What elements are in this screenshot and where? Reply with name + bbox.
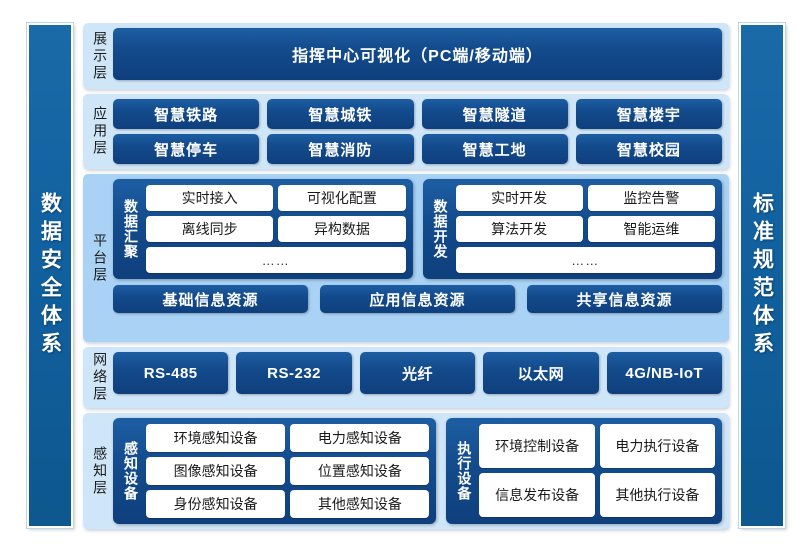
sensing-cell-other-sensor[interactable]: 其他感知设备 xyxy=(290,490,430,518)
network-item-4g-nbiot[interactable]: 4G/NB-IoT xyxy=(606,352,722,394)
platform-cell-monitoring-alarm[interactable]: 监控告警 xyxy=(587,185,715,211)
platform-cell-aggregation-more[interactable]: …… xyxy=(146,247,406,273)
layer-sensing: 感知层 感知设备 环境感知设备 电力感知设备 图像感知设备 位置感知设备 xyxy=(83,413,729,529)
platform-group-aggregation-label-wrap: 数据汇聚 xyxy=(120,185,140,273)
app-item-smart-building[interactable]: 智慧楼宇 xyxy=(575,99,722,129)
actuator-cell-power-actuator[interactable]: 电力执行设备 xyxy=(599,424,715,468)
platform-group-development-cells: 实时开发 监控告警 算法开发 智能运维 …… xyxy=(455,185,715,273)
app-item-smart-parking[interactable]: 智慧停车 xyxy=(113,134,260,164)
layer-display-body: 指挥中心可视化（PC端/移动端） xyxy=(113,28,722,84)
sensing-group-devices-label: 感知设备 xyxy=(122,441,139,501)
layer-platform-label-wrap: 平台层 xyxy=(87,179,113,337)
layer-network-label: 网络层 xyxy=(92,352,109,403)
layer-display-label: 展示层 xyxy=(92,30,109,82)
platform-group-aggregation-cells: 实时接入 可视化配置 离线同步 异构数据 …… xyxy=(146,185,406,273)
layer-sensing-label: 感知层 xyxy=(92,445,109,497)
sensing-group-actuator-cells: 环境控制设备 电力执行设备 信息发布设备 其他执行设备 xyxy=(479,424,715,518)
layer-application-label-wrap: 应用层 xyxy=(87,99,113,164)
platform-group-development-label-wrap: 数据开发 xyxy=(430,185,450,273)
platform-groups-row: 数据汇聚 实时接入 可视化配置 离线同步 异构数据 …… xyxy=(113,179,722,279)
platform-group-aggregation-label: 数据汇聚 xyxy=(122,199,139,259)
actuator-cell-environment-control[interactable]: 环境控制设备 xyxy=(479,424,595,468)
right-pillar-standards: 标准规范体系 xyxy=(739,23,785,528)
layer-network-body: RS-485 RS-232 光纤 以太网 4G/NB-IoT xyxy=(113,352,722,403)
layer-platform-body: 数据汇聚 实时接入 可视化配置 离线同步 异构数据 …… xyxy=(113,179,722,337)
sensing-cell-image-sensor[interactable]: 图像感知设备 xyxy=(146,457,286,485)
platform-cell-development-more[interactable]: …… xyxy=(455,247,715,273)
layer-network: 网络层 RS-485 RS-232 光纤 以太网 4G/NB-IoT xyxy=(83,347,729,408)
display-row: 指挥中心可视化（PC端/移动端） xyxy=(113,28,722,84)
layer-application: 应用层 智慧铁路 智慧城铁 智慧隧道 智慧楼宇 智慧停车 智慧消防 智慧工地 智… xyxy=(83,94,729,169)
platform-cell-visual-config[interactable]: 可视化配置 xyxy=(278,185,406,211)
sensing-wrapper: 感知设备 环境感知设备 电力感知设备 图像感知设备 位置感知设备 身份感知设备 … xyxy=(113,418,722,524)
app-item-smart-tunnel[interactable]: 智慧隧道 xyxy=(421,99,568,129)
platform-resource-shared-info[interactable]: 共享信息资源 xyxy=(527,285,722,313)
actuator-cell-information-release[interactable]: 信息发布设备 xyxy=(479,473,595,517)
platform-cell-algorithm-development[interactable]: 算法开发 xyxy=(455,216,583,242)
layer-platform: 平台层 数据汇聚 实时接入 可视化配置 离线同步 xyxy=(83,174,729,342)
layer-network-label-wrap: 网络层 xyxy=(87,352,113,403)
sensing-cell-location-sensor[interactable]: 位置感知设备 xyxy=(290,457,430,485)
platform-cell-intelligent-ops[interactable]: 智能运维 xyxy=(587,216,715,242)
platform-cell-realtime-development[interactable]: 实时开发 xyxy=(455,185,583,211)
layer-platform-label: 平台层 xyxy=(92,232,109,284)
app-item-smart-urban-rail[interactable]: 智慧城铁 xyxy=(267,99,414,129)
platform-group-data-development: 数据开发 实时开发 监控告警 算法开发 智能运维 …… xyxy=(422,179,722,279)
platform-wrapper: 数据汇聚 实时接入 可视化配置 离线同步 异构数据 …… xyxy=(113,179,722,337)
layer-display: 展示层 指挥中心可视化（PC端/移动端） xyxy=(83,23,729,89)
platform-resource-application-info[interactable]: 应用信息资源 xyxy=(320,285,515,313)
sensing-cell-power-sensor[interactable]: 电力感知设备 xyxy=(290,424,430,452)
network-item-ethernet[interactable]: 以太网 xyxy=(483,352,599,394)
left-pillar-label: 数据安全体系 xyxy=(38,191,62,360)
sensing-group-devices-cells: 环境感知设备 电力感知设备 图像感知设备 位置感知设备 身份感知设备 其他感知设… xyxy=(146,424,430,518)
app-item-smart-railway[interactable]: 智慧铁路 xyxy=(113,99,260,129)
sensing-group-actuator-devices: 执行设备 环境控制设备 电力执行设备 信息发布设备 其他执行设备 xyxy=(446,418,722,524)
platform-group-data-aggregation: 数据汇聚 实时接入 可视化配置 离线同步 异构数据 …… xyxy=(113,179,413,279)
sensing-group-sensing-devices: 感知设备 环境感知设备 电力感知设备 图像感知设备 位置感知设备 身份感知设备 … xyxy=(113,418,437,524)
sensing-group-actuator-label: 执行设备 xyxy=(456,441,473,501)
sensing-group-actuator-label-wrap: 执行设备 xyxy=(453,424,473,518)
left-pillar-data-security: 数据安全体系 xyxy=(27,23,73,528)
platform-cell-heterogeneous-data[interactable]: 异构数据 xyxy=(278,216,406,242)
app-item-smart-firefighting[interactable]: 智慧消防 xyxy=(267,134,414,164)
layer-stack: 展示层 指挥中心可视化（PC端/移动端） 应用层 智慧铁路 智慧城铁 智慧隧道 … xyxy=(83,23,729,529)
app-item-smart-construction-site[interactable]: 智慧工地 xyxy=(421,134,568,164)
layer-sensing-label-wrap: 感知层 xyxy=(87,418,113,524)
platform-resource-basic-info[interactable]: 基础信息资源 xyxy=(113,285,308,313)
platform-resources-row: 基础信息资源 应用信息资源 共享信息资源 xyxy=(113,285,722,313)
layer-application-body: 智慧铁路 智慧城铁 智慧隧道 智慧楼宇 智慧停车 智慧消防 智慧工地 智慧校园 xyxy=(113,99,722,164)
network-item-rs485[interactable]: RS-485 xyxy=(113,352,229,394)
platform-group-development-label: 数据开发 xyxy=(432,199,449,259)
sensing-cell-identity-sensor[interactable]: 身份感知设备 xyxy=(146,490,286,518)
network-item-rs232[interactable]: RS-232 xyxy=(236,352,352,394)
sensing-group-devices-label-wrap: 感知设备 xyxy=(120,424,140,518)
application-grid: 智慧铁路 智慧城铁 智慧隧道 智慧楼宇 智慧停车 智慧消防 智慧工地 智慧校园 xyxy=(113,99,722,164)
sensing-cell-environment-sensor[interactable]: 环境感知设备 xyxy=(146,424,286,452)
right-pillar-label: 标准规范体系 xyxy=(750,191,774,360)
network-item-optical-fiber[interactable]: 光纤 xyxy=(359,352,476,394)
network-grid: RS-485 RS-232 光纤 以太网 4G/NB-IoT xyxy=(113,352,722,403)
platform-cell-offline-sync[interactable]: 离线同步 xyxy=(146,216,274,242)
actuator-cell-other-actuator[interactable]: 其他执行设备 xyxy=(599,473,715,517)
layer-display-label-wrap: 展示层 xyxy=(87,28,113,84)
layer-sensing-body: 感知设备 环境感知设备 电力感知设备 图像感知设备 位置感知设备 身份感知设备 … xyxy=(113,418,722,524)
display-command-center-box[interactable]: 指挥中心可视化（PC端/移动端） xyxy=(113,28,722,80)
layer-application-label: 应用层 xyxy=(92,106,109,157)
app-item-smart-campus[interactable]: 智慧校园 xyxy=(575,134,722,164)
platform-cell-realtime-ingest[interactable]: 实时接入 xyxy=(146,185,274,211)
